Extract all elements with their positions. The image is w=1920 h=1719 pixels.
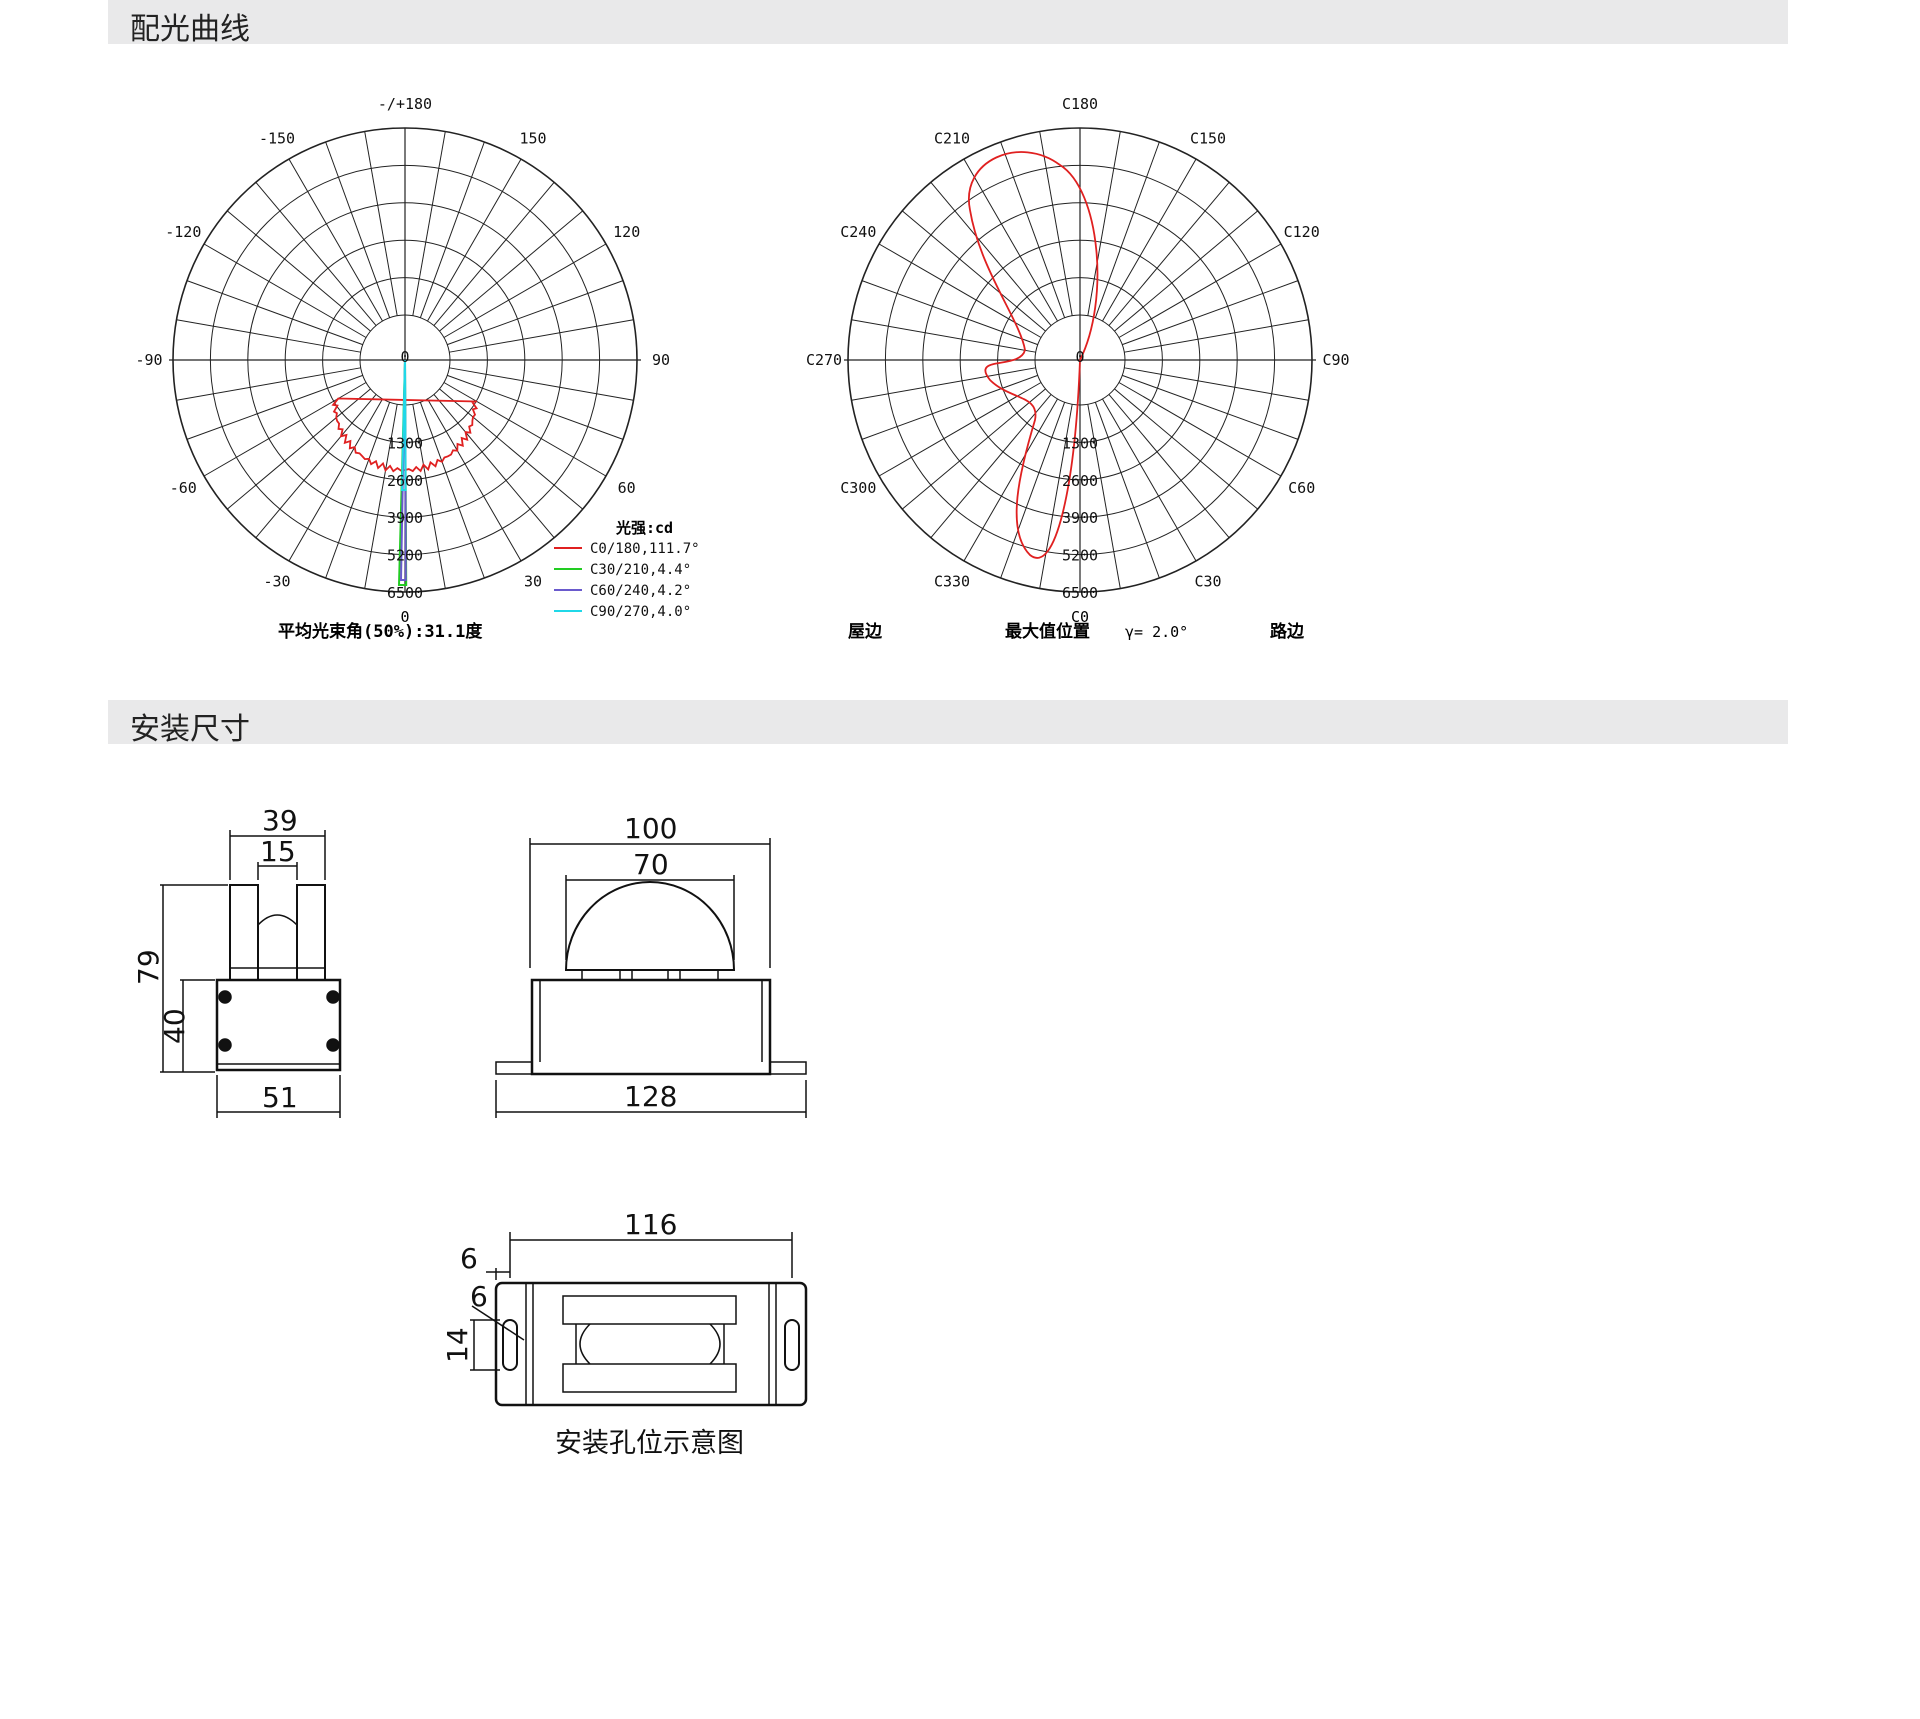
road-side-label: 路边 [1270,621,1305,642]
ring-label: 6500 [387,584,423,602]
angle-label: C60 [1288,479,1315,497]
installation-caption: 安装孔位示意图 [555,1428,744,1459]
dim-front-width-top: 100 [624,812,677,845]
dim-front-dome: 70 [633,848,669,881]
bottom-view-drawing [470,1232,808,1407]
angle-label: -150 [259,129,295,147]
dim-bottom-hole: 6 [470,1280,488,1313]
angle-label: C90 [1322,351,1349,369]
bottom-c0-label: C0 [1071,608,1089,626]
polar-grid [844,127,1316,593]
ring-label: 5200 [1062,547,1098,565]
gamma-label: γ= 2.0° [1125,623,1188,641]
house-side-label: 屋边 [848,622,883,642]
beam-angle-text: 平均光束角(50%):31.1度 [278,621,483,642]
ring-label: 1300 [1062,434,1098,452]
angle-label: 150 [519,129,546,147]
angle-label: C300 [840,479,876,497]
ring-label: 0 [400,348,409,366]
angle-labels: -/+180 -150 150 -120 120 -90 90 -60 60 -30 30 [135,95,670,591]
ring-label: 3900 [1062,509,1098,527]
ring-label: 5200 [387,547,423,565]
intensity-curve [967,151,1099,559]
curve-c90-270 [400,359,407,491]
ring-labels: 0 1300 2600 3900 5200 6500 [1062,348,1098,602]
curve-c0-180 [331,397,479,473]
side-view-drawing [160,830,342,1118]
installation-section-header: 安装尺寸 [108,700,1788,747]
dim-side-slot: 15 [260,835,296,868]
angle-label: -120 [165,223,201,241]
dim-front-base: 128 [624,1080,677,1113]
dim-bottom-hole-height: 14 [441,1327,474,1363]
dim-side-width-top: 39 [262,804,298,837]
ring-label: 6500 [1062,584,1098,602]
front-view-drawing [495,838,807,1118]
angle-label: 30 [524,573,542,591]
legend-entry: C60/240,4.2° [590,583,691,599]
angle-label: -/+180 [378,95,432,113]
dim-bottom-edge: 6 [460,1242,478,1275]
angle-label: C330 [934,573,970,591]
angle-label: C150 [1190,129,1226,147]
angle-label: 120 [613,223,640,241]
angle-label: C30 [1194,573,1221,591]
angle-label: C240 [840,223,876,241]
dim-bottom-length: 116 [624,1208,677,1241]
ring-label: 2600 [1062,472,1098,490]
ring-label: 2600 [387,472,423,490]
angle-label: C180 [1062,95,1098,113]
legend-entry: C90/270,4.0° [590,604,691,620]
ring-labels: 0 1300 2600 3900 5200 6500 [387,348,423,602]
polar-chart-intensity: -/+180 -150 150 -120 120 -90 90 -60 60 -30 30 0 130… [135,95,700,642]
curve-c-plane [967,151,1099,559]
dim-side-width-bottom: 51 [262,1081,298,1114]
angle-label: -30 [263,573,290,591]
angle-label: C270 [806,351,842,369]
photometric-section-header: 配光曲线 [108,0,1788,47]
legend: 光强:cd C0/180,111.7° C30/210,4.4° C60/240,4… [554,519,700,620]
angle-label: -60 [170,479,197,497]
angle-label: C120 [1284,223,1320,241]
dim-side-height-total: 79 [132,949,165,985]
legend-entry: C0/180,111.7° [590,541,700,557]
angle-label: -90 [135,351,162,369]
photometric-section-title: 配光曲线 [130,12,250,47]
bottom-zero-label: 0 [400,608,409,626]
ring-label: 0 [1075,348,1084,366]
dim-side-box-height: 40 [158,1008,191,1044]
ring-label: 1300 [387,434,423,452]
legend-title: 光强:cd [615,519,673,537]
angle-label: C210 [934,129,970,147]
intensity-curves [331,359,479,586]
installation-section-title: 安装尺寸 [130,712,250,747]
max-position-label: 最大值位置 [1005,621,1090,642]
legend-entry: C30/210,4.4° [590,562,691,578]
angle-label: 60 [618,479,636,497]
angle-label: 90 [652,351,670,369]
ring-label: 3900 [387,509,423,527]
